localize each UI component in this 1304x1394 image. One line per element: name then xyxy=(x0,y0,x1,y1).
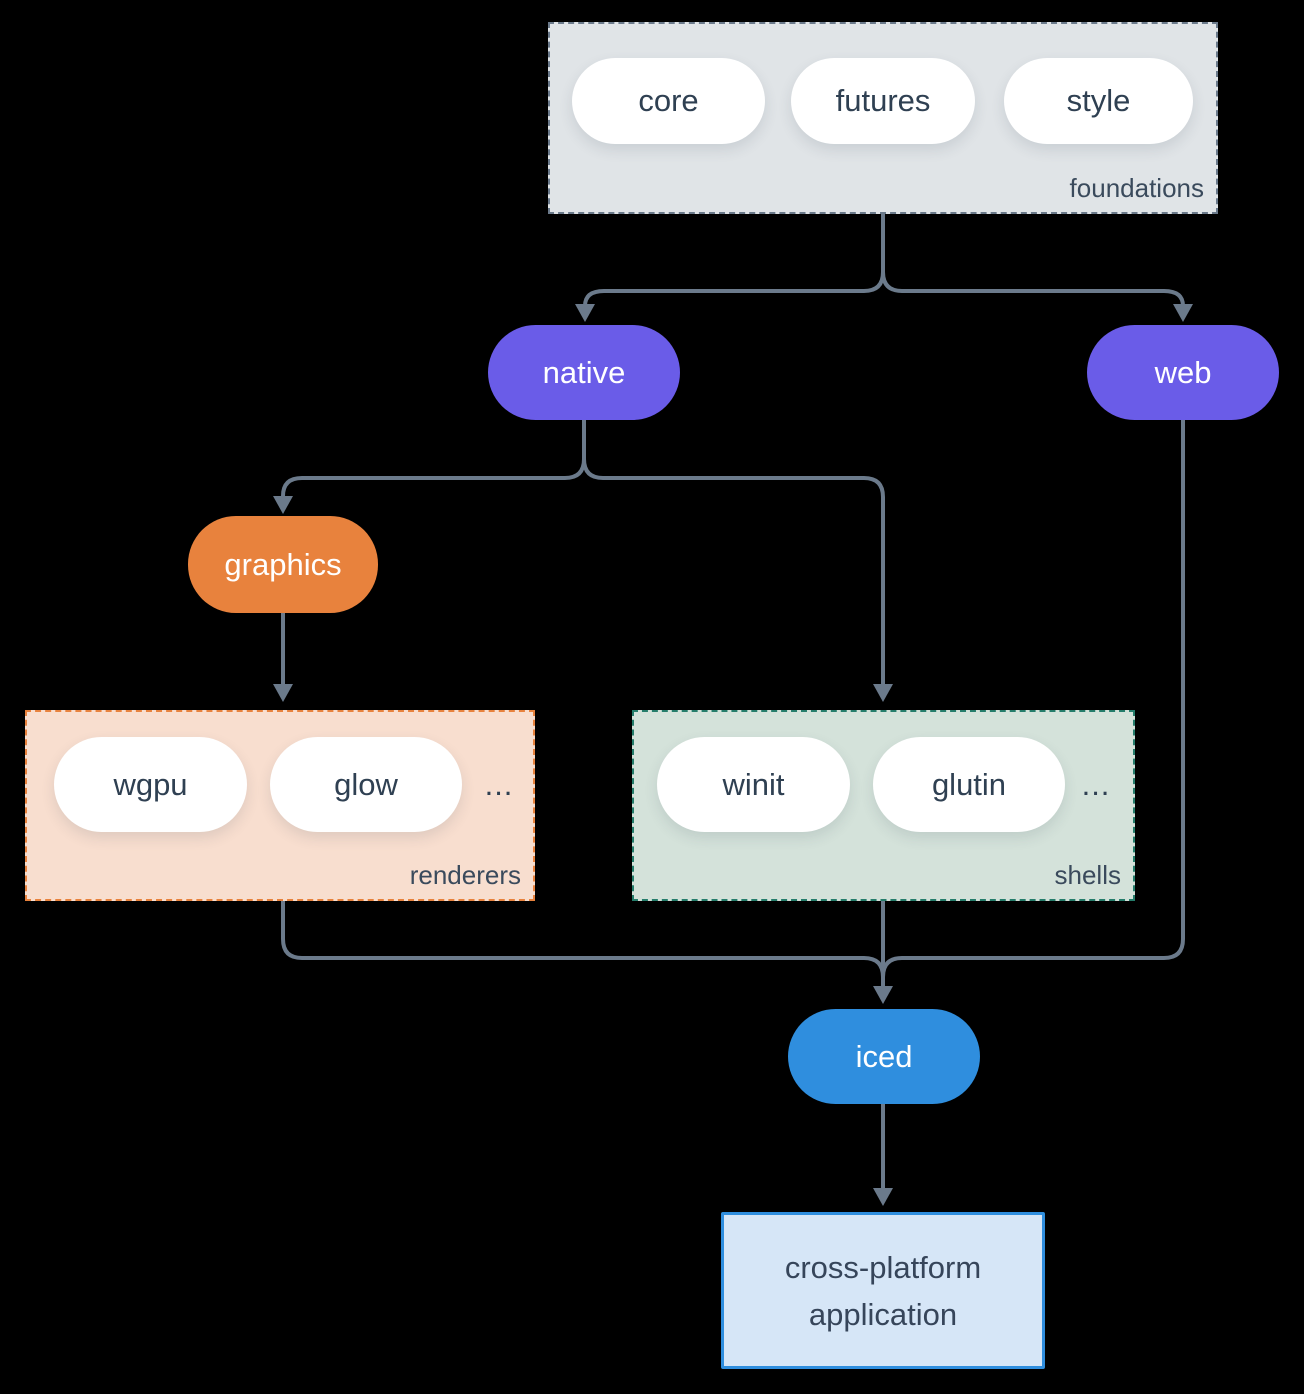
renderers-ellipsis: ... xyxy=(484,766,514,802)
node-glutin: glutin xyxy=(873,737,1065,832)
arrowhead-shells xyxy=(873,684,893,702)
group-foundations-label: foundations xyxy=(1069,173,1204,203)
edge-foundations-to-web xyxy=(881,214,1185,307)
group-shells: winit glutin ... shells xyxy=(632,710,1135,901)
group-shells-label: shells xyxy=(1054,860,1121,890)
arrowhead-web xyxy=(1173,304,1193,322)
node-futures: futures xyxy=(791,58,975,144)
group-foundations: core futures style foundations xyxy=(548,22,1218,214)
node-graphics: graphics xyxy=(188,516,378,613)
shells-ellipsis: ... xyxy=(1081,766,1111,802)
group-renderers: wgpu glow ... renderers xyxy=(25,710,535,901)
node-native: native xyxy=(488,325,680,420)
node-glow: glow xyxy=(270,737,462,832)
node-winit: winit xyxy=(657,737,850,832)
arrowhead-renderers xyxy=(273,684,293,702)
node-application: cross-platform application xyxy=(721,1212,1045,1369)
arrowhead-graphics xyxy=(273,496,293,514)
arrowhead-application xyxy=(873,1188,893,1206)
node-style: style xyxy=(1004,58,1193,144)
arrowhead-native xyxy=(575,304,595,322)
edge-renderers-to-merge xyxy=(281,901,885,978)
edge-foundations-to-native xyxy=(583,214,885,307)
edge-web-to-merge xyxy=(881,420,1185,978)
application-label-line2: application xyxy=(808,1296,958,1332)
arrowhead-iced xyxy=(873,986,893,1004)
node-web: web xyxy=(1087,325,1279,420)
node-wgpu: wgpu xyxy=(54,737,247,832)
group-renderers-label: renderers xyxy=(409,860,521,890)
application-label-line1: cross-platform xyxy=(784,1249,982,1285)
edge-native-to-shells xyxy=(582,420,885,684)
edge-native-to-graphics xyxy=(281,420,586,497)
node-iced: iced xyxy=(788,1009,980,1104)
node-core: core xyxy=(572,58,765,144)
